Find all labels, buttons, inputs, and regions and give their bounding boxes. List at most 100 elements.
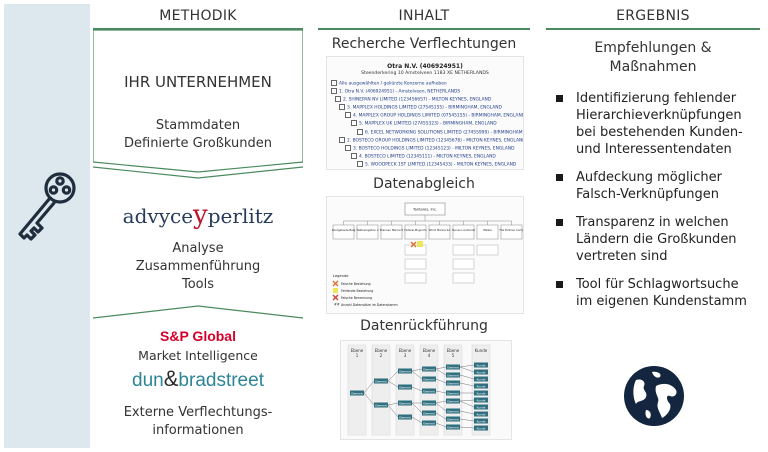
level-connector — [459, 426, 475, 429]
level-element-label: Kunde — [477, 426, 486, 430]
level-connector — [387, 404, 399, 418]
level-connector — [459, 374, 475, 380]
level-column — [371, 344, 391, 436]
level-element-label: Element — [423, 367, 435, 371]
level-element-box — [422, 376, 436, 382]
org-child-box — [476, 224, 499, 240]
level-element-label: Kunde — [477, 377, 486, 381]
ergebnis-column: ERGEBNIS Empfehlungen & Maßnahmen Identi… — [546, 4, 760, 448]
level-element-box — [374, 402, 388, 408]
level-element-label: Kunde — [477, 398, 486, 402]
key-icon — [18, 172, 76, 241]
methodik-column: METHODIK IHR UNTERNEHMEN Stammdaten Defi… — [93, 4, 303, 448]
tree-row: 4. MAPPLEX GROUP HOLDINGS LIMITED (07545… — [331, 112, 523, 120]
level-connector — [435, 412, 447, 420]
org-sub-box — [452, 272, 475, 284]
logo-advyce-y: y — [193, 200, 208, 230]
level-element-label: Element — [447, 391, 459, 395]
tree-row-label: 5. MAPPLEX UK LIMITED (27455323) - BIRMI… — [359, 121, 497, 127]
level-element-box — [446, 408, 460, 414]
company-title: IHR UNTERNEHMEN — [124, 73, 272, 91]
sp-global-logo: S&P Global — [160, 328, 236, 344]
level-connector — [435, 366, 447, 370]
dun-bradstreet-logo: dun&bradstreet — [93, 367, 303, 393]
legend-swatch — [333, 288, 338, 293]
level-element-box — [350, 390, 364, 396]
level-element-label: Kunde — [477, 370, 486, 374]
tree-row-label: 3. BOSTECO HOLDINGS LIMITED (12345123) -… — [353, 146, 515, 152]
level-header: Kunde — [475, 348, 488, 353]
tree-checkbox — [351, 120, 357, 127]
tree-checkbox — [339, 136, 345, 143]
logo-ampersand: & — [163, 366, 179, 391]
bullet-item: Identifizierung fehlender Hierarchieverk… — [552, 90, 758, 158]
level-connector — [459, 364, 475, 368]
level-element-box — [446, 390, 460, 396]
org-child-label: Walker — [483, 228, 493, 232]
bullet-item: Aufdeckung möglicher Falsch-Verknüpfunge… — [552, 169, 758, 203]
level-element-label: Kunde — [477, 405, 486, 409]
tree-row-label: 3. MAPPLEX HOLDINGS LIMITED (27545155) -… — [347, 105, 502, 111]
level-element-label: Element — [399, 385, 411, 389]
org-child-label: Tenneco Automoti — [452, 228, 476, 232]
level-connector — [435, 378, 447, 384]
logo-dun: dun — [132, 370, 164, 391]
tree-row: 6. EXCEL NETWORKING SOLUTIONS LIMITED (2… — [331, 128, 524, 137]
analyse-line-2: Zusammenführung — [135, 259, 261, 274]
ergebnis-title-line-2: Maßnahmen — [609, 59, 697, 75]
doc1-heading: Otra N.V. (406924951) — [387, 63, 463, 70]
tree-row-label: 6. EXCEL NETWORKING SOLUTIONS LIMITED (2… — [365, 130, 524, 136]
legend-title: Legende — [333, 274, 349, 278]
org-child-box — [332, 224, 355, 240]
org-sub-box — [452, 258, 475, 270]
level-element-box — [422, 400, 436, 406]
level-element-box — [474, 397, 488, 403]
tree-row-label: 4. MAPPLEX GROUP HOLDINGS LIMITED (07545… — [353, 113, 524, 119]
section-datenabgleich-title: Datenabgleich — [373, 176, 475, 192]
level-element-box — [474, 411, 488, 417]
level-element-box — [474, 383, 488, 389]
level-element-box — [446, 380, 460, 386]
inhalt-header: INHALT — [318, 4, 530, 30]
level-element-label: Element — [423, 389, 435, 393]
level-element-label: Element — [399, 369, 411, 373]
company-panel — [93, 30, 303, 173]
org-child-label: Federal-Mogul Po — [404, 228, 427, 232]
level-element-label: Element — [351, 391, 363, 395]
level-connector — [435, 422, 447, 428]
level-element-box — [422, 388, 436, 394]
level-element-label: Element — [447, 373, 459, 377]
tree-row-label: 1. Otra N.V. (406924951) - Amstelveen, N… — [339, 89, 461, 95]
level-element-box — [474, 418, 488, 424]
org-child-box — [500, 224, 523, 240]
tree-row: 2. BOSTECO GROUP HOLDINGS LIMITED (12345… — [331, 136, 523, 145]
level-header: Ebene — [351, 348, 364, 353]
bullet-item: Transparenz in welchen Ländern die Großk… — [552, 214, 758, 265]
tree-checkbox — [351, 152, 357, 159]
org-sub-box — [404, 258, 427, 270]
level-element-label: Kunde — [477, 363, 486, 367]
level-column — [347, 344, 367, 436]
legend-count-icon: ## — [334, 303, 340, 307]
tree-row: 6. BOSTECO LIMITED (27555555) - MILTON K… — [331, 169, 523, 170]
level-element-label: Element — [399, 401, 411, 405]
legend-x-icon — [332, 280, 339, 287]
org-child-label: Brennan Marine E — [380, 228, 403, 232]
level-element-box — [398, 414, 412, 420]
analyse-line-1: Analyse — [172, 241, 224, 256]
tree-checkbox — [331, 80, 337, 86]
level-element-box — [474, 404, 488, 410]
level-connector — [459, 418, 475, 422]
tree-checkbox — [357, 160, 363, 167]
level-element-label: Element — [447, 381, 459, 385]
level-element-box — [398, 400, 412, 406]
level-connector — [411, 416, 423, 424]
doc1-tree: Alle ausgewählten / gekürzte Konzerne au… — [327, 80, 524, 170]
analyse-line-3: Tools — [181, 277, 215, 292]
level-element-box — [398, 384, 412, 390]
level-connector — [435, 390, 447, 394]
tree-checkbox — [357, 128, 363, 135]
level-connector — [411, 402, 423, 414]
org-child-box — [380, 224, 403, 240]
